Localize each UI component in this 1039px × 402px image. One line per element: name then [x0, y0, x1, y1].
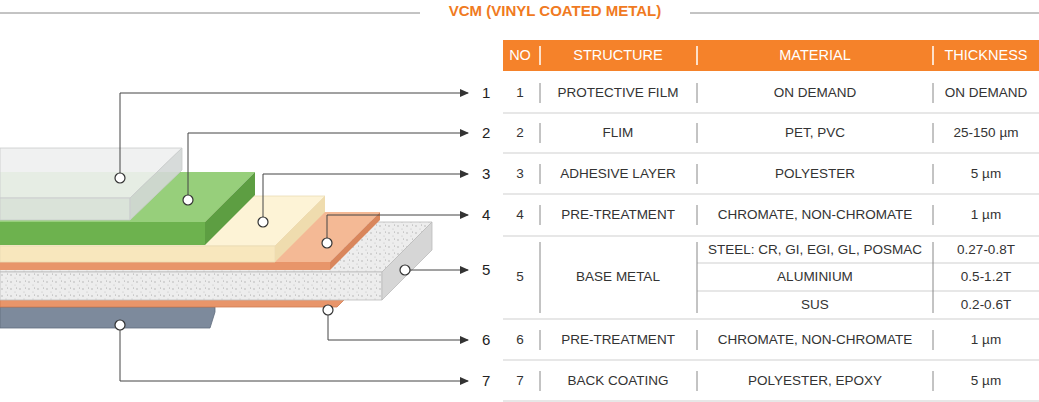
table-cell: 5: [516, 270, 524, 285]
film-layer: [0, 222, 205, 245]
leader-dots: [115, 173, 410, 330]
table-header-bar: [503, 40, 1039, 71]
table-cell: 5 µm: [971, 167, 1001, 182]
table-cell: BASE METAL: [576, 270, 660, 285]
table-cell: POLYESTER: [775, 167, 855, 182]
table-cell: BACK COATING: [567, 374, 668, 389]
table-cell: 1 µm: [971, 333, 1001, 348]
table-cell: 0.27-0.8T: [957, 243, 1015, 258]
table-header: STRUCTURE: [573, 48, 662, 64]
table-header: MATERIAL: [779, 48, 850, 64]
table-cell: PET, PVC: [785, 126, 845, 141]
pretreatment-layer: [330, 212, 380, 270]
table-cell: SUS: [801, 298, 829, 313]
pretreatment-layer: [0, 262, 330, 270]
adhesive-layer: [0, 246, 275, 262]
table-cell: ON DEMAND: [774, 86, 857, 101]
base-metal-layer: [382, 222, 432, 300]
table-header: NO: [509, 48, 531, 64]
table-cell: ALUMINIUM: [777, 270, 853, 285]
table-cell: 1: [516, 86, 524, 101]
callout-number: 2: [482, 125, 490, 142]
table-cell: POLYESTER, EPOXY: [748, 374, 882, 389]
back-coating-layer: [0, 307, 215, 328]
table-cell: 5 µm: [971, 374, 1001, 389]
callout-number: 5: [482, 262, 490, 279]
film-layer: [205, 172, 255, 245]
table-cell: 6: [516, 333, 524, 348]
title-rule: [690, 13, 1039, 14]
protective-film-layer: [0, 198, 130, 220]
table-cell: FLIM: [603, 126, 634, 141]
table-rules: [503, 113, 1039, 401]
protective-film-layer: [130, 148, 182, 220]
base-metal-layer: [0, 272, 382, 300]
table-cell: 7: [516, 374, 524, 389]
table-cell: ON DEMAND: [945, 86, 1028, 101]
callout-number: 4: [482, 207, 490, 224]
title-rule: [0, 13, 420, 14]
table-cell: 0.2-0.6T: [961, 298, 1011, 313]
table-cell: 4: [516, 208, 524, 223]
column-dividers: [540, 83, 933, 391]
adhesive-layer: [275, 196, 325, 262]
table-cell: CHROMATE, NON-CHROMATE: [718, 208, 913, 223]
table-cell: 0.5-1.2T: [961, 270, 1011, 285]
leader-lines: [120, 93, 468, 381]
table-cell: 25-150 µm: [954, 126, 1019, 141]
table-header: THICKNESS: [945, 48, 1028, 64]
table-cell: STEEL: CR, GI, EGI, GL, POSMAC: [708, 243, 922, 258]
callout-number: 1: [482, 85, 490, 102]
table-cell: PRE-TREATMENT: [561, 208, 675, 223]
diagram-title: VCM (VINYL COATED METAL): [441, 2, 670, 19]
callout-number: 3: [482, 166, 490, 183]
table-cell: PROTECTIVE FILM: [558, 86, 679, 101]
header-dividers: [540, 46, 933, 65]
table-cell: 1 µm: [971, 208, 1001, 223]
table-cell: CHROMATE, NON-CHROMATE: [718, 333, 913, 348]
callout-number: 7: [482, 373, 490, 390]
callout-number: 6: [482, 332, 490, 349]
table-cell: PRE-TREATMENT: [561, 333, 675, 348]
table-cell: 3: [516, 167, 524, 182]
table-cell: 2: [516, 126, 524, 141]
table-cell: ADHESIVE LAYER: [560, 167, 675, 182]
